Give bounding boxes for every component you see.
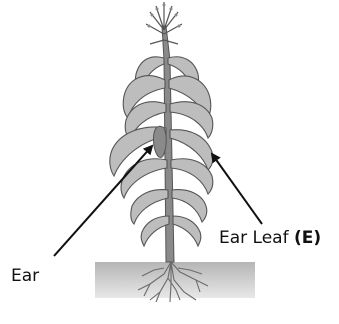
ear-cob [153,126,166,157]
ear-label: Ear [11,268,39,285]
soil [95,262,255,298]
ear-label-text: Ear [11,266,39,286]
leaf [141,216,169,246]
ear-leaf-code: E [302,228,314,248]
ear-leaf-arrow [212,154,262,224]
ear-leaf-label: Ear Leaf (E) [219,230,321,247]
ear-leaf-open-paren: ( [294,228,302,248]
ear-leaf-label-text: Ear Leaf [219,228,289,248]
ear-leaf-close-paren: ) [313,228,321,248]
leaf [173,216,201,246]
